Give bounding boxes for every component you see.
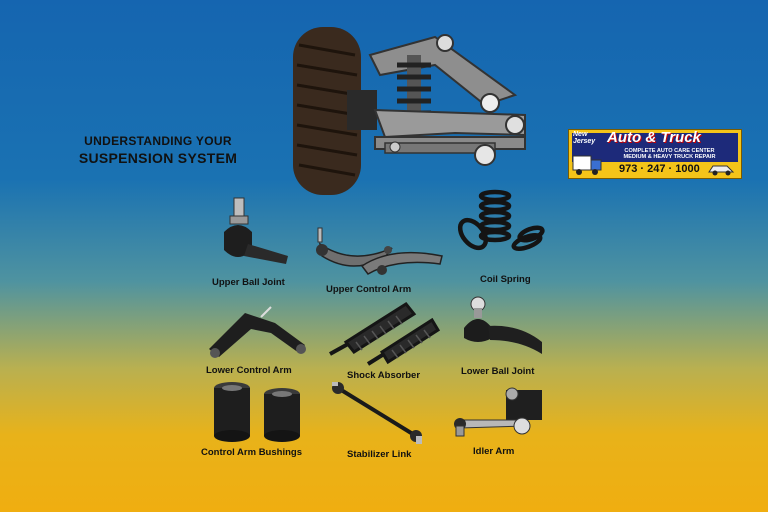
label-idler-arm: Idler Arm	[473, 446, 515, 457]
lower-control-arm-illustration	[209, 306, 306, 358]
upper-ball-joint-illustration	[224, 197, 288, 264]
title-line2: SUSPENSION SYSTEM	[78, 150, 238, 166]
logo-phone-band	[572, 162, 738, 175]
auto-truck-logo: New Jersey Auto & Truck COMPLETE AUTO CA…	[568, 129, 742, 179]
stabilizer-link-illustration	[332, 382, 422, 444]
logo-brand: Auto & Truck	[607, 129, 701, 146]
label-stabilizer-link: Stabilizer Link	[347, 449, 412, 460]
label-lower-control-arm: Lower Control Arm	[206, 365, 292, 376]
logo-tagline: COMPLETE AUTO CARE CENTER MEDIUM & HEAVY…	[607, 148, 732, 160]
label-lower-ball-joint: Lower Ball Joint	[461, 366, 535, 377]
coil-spring-illustration	[457, 189, 545, 251]
shock-absorber-illustration	[329, 302, 441, 366]
logo-state: New Jersey	[573, 131, 596, 145]
idler-arm-illustration	[454, 387, 542, 437]
logo-tagline2: MEDIUM & HEAVY TRUCK REPAIR	[623, 154, 716, 160]
suspension-assembly-illustration	[293, 27, 526, 195]
label-upper-ball-joint: Upper Ball Joint	[212, 277, 285, 288]
car-icon	[708, 165, 735, 176]
control-arm-bushings-illustration	[214, 382, 300, 442]
label-coil-spring: Coil Spring	[480, 274, 531, 285]
upper-control-arm-illustration	[316, 227, 443, 275]
logo-phone: 973 · 247 · 1000	[619, 163, 700, 175]
label-control-arm-bushings: Control Arm Bushings	[201, 447, 302, 458]
title-line1: UNDERSTANDING YOUR	[84, 134, 232, 148]
page-title: UNDERSTANDING YOUR SUSPENSION SYSTEM	[58, 134, 258, 166]
lower-ball-joint-illustration	[464, 296, 542, 354]
logo-tagline1: COMPLETE AUTO CARE CENTER	[624, 148, 715, 154]
label-shock-absorber: Shock Absorber	[347, 370, 421, 381]
label-upper-control-arm: Upper Control Arm	[326, 284, 412, 295]
truck-icon	[572, 155, 602, 175]
